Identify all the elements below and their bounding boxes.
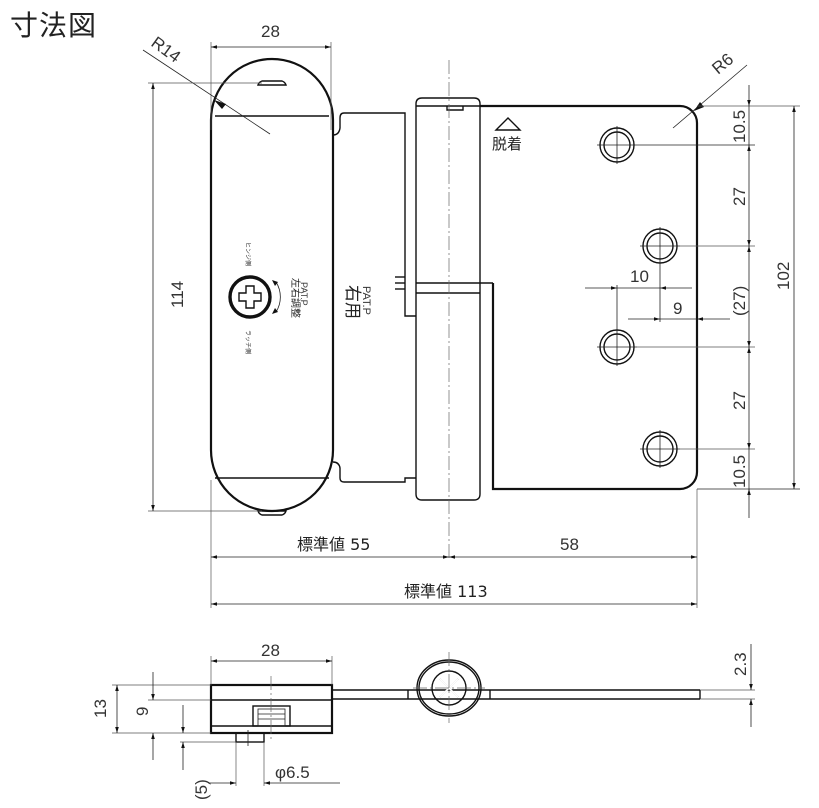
- hinge-knuckle: [415, 60, 493, 560]
- dim-std-113-label: 標準値 113: [404, 582, 488, 601]
- dim-std-55-label: 標準値 55: [297, 535, 370, 554]
- side-dim-phi-6-5-label: φ6.5: [275, 763, 310, 782]
- dim-27-paren-label: (27): [730, 286, 749, 316]
- right-use-label: 右用: [342, 285, 362, 319]
- adjust-screw: [228, 275, 281, 319]
- dim-9-label: 9: [673, 299, 682, 318]
- detach-label: 脱着: [492, 135, 522, 153]
- pat-p-main-label: PAT.P: [360, 286, 372, 315]
- side-dim-9-label: 9: [133, 707, 152, 716]
- lr-adjust-label: 左右調整: [289, 278, 302, 318]
- side-dim-28-label: 28: [261, 641, 280, 660]
- dim-114-label: 114: [168, 281, 187, 308]
- side-view-dimensions: 28 13 9 (5) φ6.5 2.3: [91, 641, 755, 800]
- dim-r6-label: R6: [708, 50, 737, 79]
- dim-height-114: 114: [148, 82, 262, 512]
- dim-bottom-widths: 標準値 55 58 標準値 113: [210, 480, 698, 608]
- latch-side-label: ラッチ側: [244, 330, 252, 354]
- dim-27-b-label: 27: [730, 391, 749, 410]
- screw-hole: [597, 328, 637, 366]
- dim-10-5-top-label: 10.5: [730, 110, 749, 143]
- side-dim-2-3-label: 2.3: [731, 652, 750, 676]
- dim-hole-offset: 10 9: [585, 265, 730, 328]
- screw-hole: [597, 126, 637, 164]
- adjust-labels: 左右調整 PAT.P ヒンジ側 ラッチ側: [244, 242, 309, 354]
- dim-r14-label: R14: [148, 33, 184, 67]
- dim-102-label: 102: [774, 262, 793, 290]
- dim-r14: R14: [142, 33, 271, 135]
- hinge-side-label: ヒンジ側: [244, 242, 252, 266]
- hinge-body-capsule: [209, 57, 335, 516]
- dim-28-label: 28: [261, 22, 280, 41]
- side-dim-13-label: 13: [91, 699, 110, 718]
- hinge-connector: 右用 PAT.P: [332, 112, 416, 483]
- dim-58-label: 58: [560, 535, 579, 554]
- dim-27-a-label: 27: [730, 187, 749, 206]
- dim-hole-spacing: 10.5 27 (27) 27 10.5: [637, 85, 800, 518]
- dim-top-width: 28: [210, 22, 332, 130]
- dim-height-102: 102: [774, 106, 796, 489]
- screw-hole: [640, 430, 680, 468]
- pat-p-adjust-label: PAT.P: [299, 282, 309, 306]
- dim-10-5-bottom-label: 10.5: [730, 455, 749, 488]
- side-dim-5-label: (5): [192, 779, 211, 800]
- hinge-leaf-plate: 脱着: [480, 104, 699, 491]
- dim-10-label: 10: [630, 267, 649, 286]
- screw-hole: [640, 227, 680, 265]
- screw-holes: [597, 126, 680, 468]
- page-title: 寸法図: [10, 9, 98, 42]
- side-view: [209, 652, 701, 746]
